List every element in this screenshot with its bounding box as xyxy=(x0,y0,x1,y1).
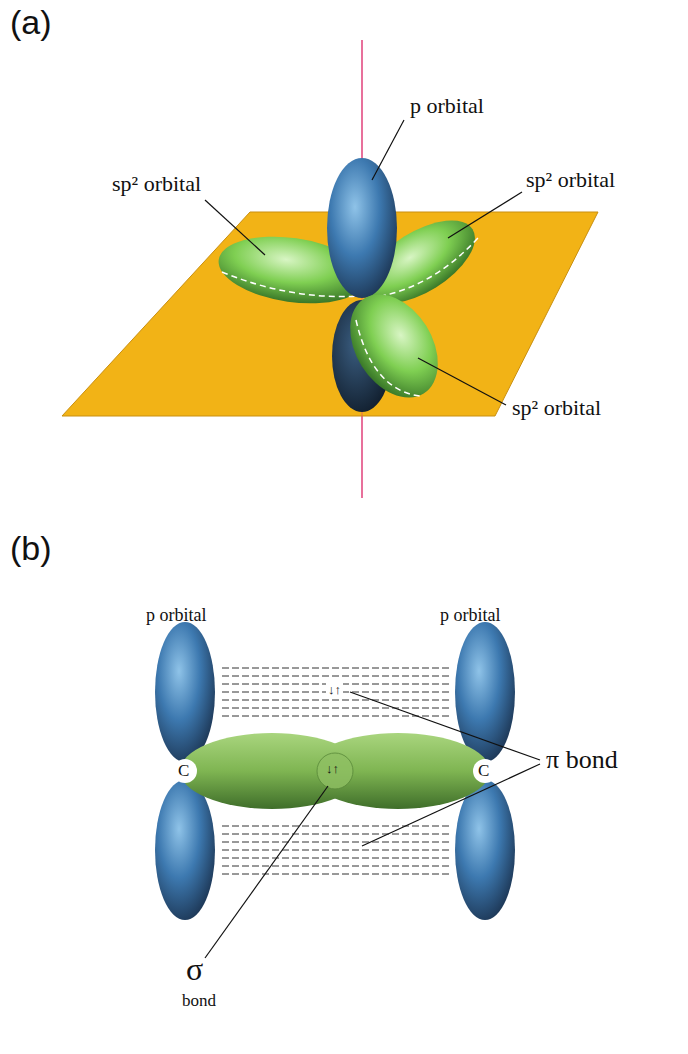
orbital-label: sp² orbital xyxy=(526,168,615,192)
p-lobe xyxy=(455,780,515,920)
p-lobe-upper xyxy=(327,158,397,298)
p-lobe xyxy=(155,780,215,920)
spin-arrows: ↓↑ xyxy=(326,762,339,776)
spin-arrows: ↓↑ xyxy=(326,683,343,697)
sp2-lobe xyxy=(332,278,456,413)
atom-label: C xyxy=(478,762,489,781)
atom-label: C xyxy=(178,762,189,781)
orbital-label: p orbital xyxy=(146,606,207,626)
p-lobe xyxy=(455,622,515,762)
orbital-label: sp² orbital xyxy=(512,396,601,420)
bond-symbol: σ xyxy=(186,952,203,987)
p-lobe xyxy=(155,622,215,762)
orbital-label: sp² orbital xyxy=(112,172,201,196)
bond-label: bond xyxy=(182,992,216,1011)
panel-letter: (b) xyxy=(10,530,52,567)
orbital-label: p orbital xyxy=(440,606,501,626)
bond-label: π bond xyxy=(544,746,620,775)
panel-letter: (a) xyxy=(10,4,52,41)
sigma-lobe xyxy=(306,733,490,809)
orbital-label: p orbital xyxy=(410,94,484,118)
